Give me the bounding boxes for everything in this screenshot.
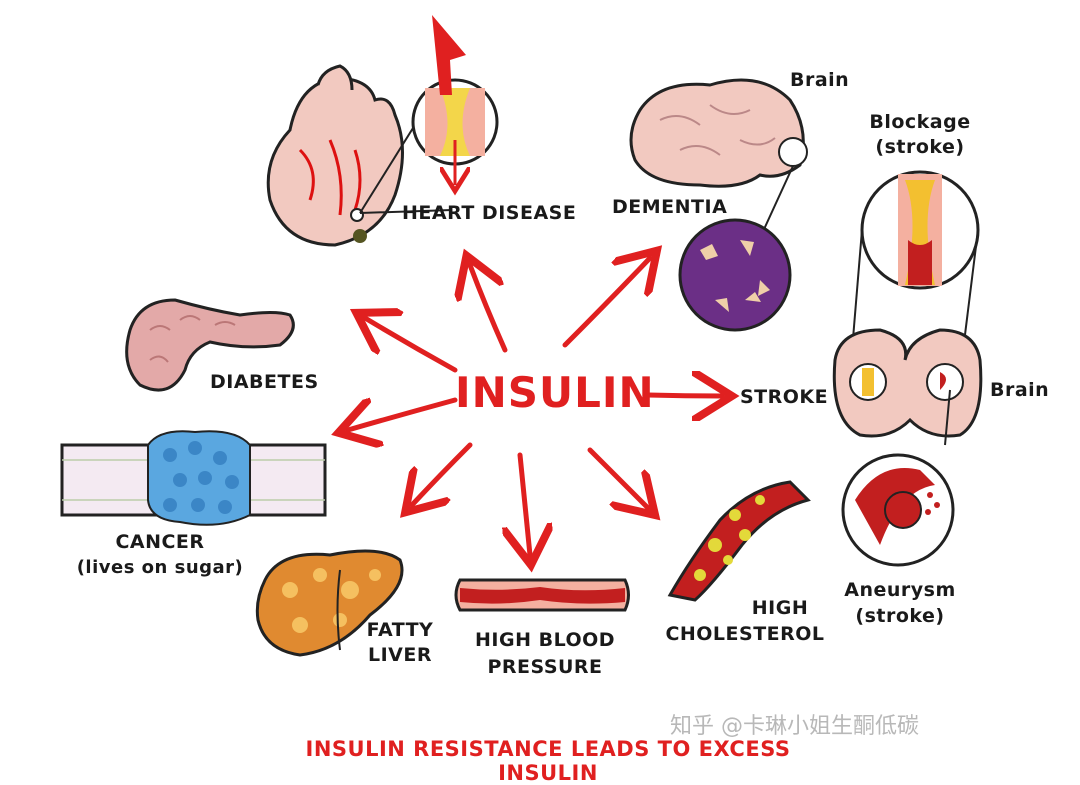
label-aneurysm: Aneurysm: [844, 579, 956, 601]
cancer-tissue-icon: [60, 430, 327, 526]
aneurysm-illustration-icon: [841, 389, 955, 567]
pancreas-illustration-icon: [125, 298, 295, 392]
label-blockage: Blockage: [869, 111, 971, 133]
label-heart-disease: HEART DISEASE: [402, 202, 577, 224]
label-cancer: CANCER: [115, 531, 205, 553]
arrow-stroke-icon: [645, 395, 722, 396]
label-diabetes: DIABETES: [210, 371, 319, 393]
arrow-cancer-icon: [348, 397, 458, 430]
liver-illustration-icon: [255, 549, 404, 657]
label-blockage-sub: (stroke): [875, 136, 965, 158]
bottom-caption: INSULIN RESISTANCE LEADS TO EXCESS INSUL…: [305, 737, 791, 785]
label-cholesterol: CHOLESTEROL: [665, 623, 825, 645]
arrow-fatty-liver-icon: [412, 442, 473, 505]
label-brain-right: Brain: [990, 379, 1050, 401]
label-high: HIGH: [751, 597, 809, 619]
watermark: 知乎 @卡琳小姐生酮低碳: [670, 714, 919, 739]
brain-coronal-icon: [832, 328, 983, 438]
label-cancer-sub: (lives on sugar): [76, 557, 244, 578]
brain-illustration-icon: [629, 78, 808, 332]
label-dementia: DEMENTIA: [612, 196, 728, 218]
label-aneurysm-sub: (stroke): [855, 605, 945, 627]
label-liver: LIVER: [368, 644, 432, 666]
arrow-heart-icon: [470, 265, 508, 353]
label-fatty: FATTY: [366, 619, 434, 641]
label-high-blood: HIGH BLOOD: [475, 629, 616, 651]
label-brain-top: Brain: [790, 69, 850, 91]
arrow-diabetes-icon: [365, 318, 458, 373]
label-pressure: PRESSURE: [487, 656, 603, 678]
arrow-dementia-icon: [562, 258, 650, 348]
arrow-blood-pressure-icon: [520, 452, 530, 555]
label-stroke: STROKE: [740, 386, 829, 408]
red-arrows: [348, 258, 722, 555]
blockage-illustration-icon: [849, 170, 980, 376]
blood-vessel-icon: [454, 578, 630, 612]
heart-illustration-icon: [266, 15, 499, 247]
center-title: INSULIN: [455, 368, 655, 417]
cholesterol-artery-icon: [667, 480, 811, 602]
arrow-cholesterol-icon: [587, 447, 648, 508]
